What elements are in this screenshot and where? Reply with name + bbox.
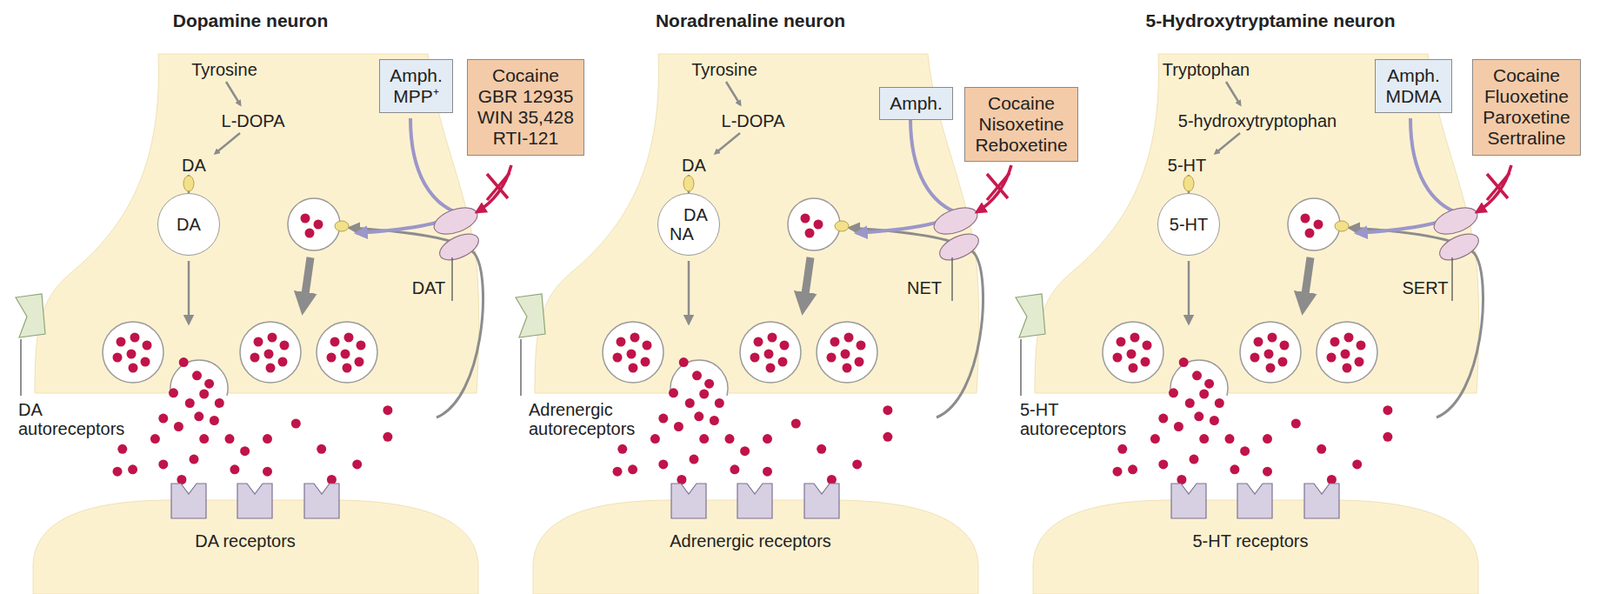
- drug-name: Amph.: [389, 65, 443, 87]
- molecule-label: L-DOPA: [221, 111, 286, 131]
- drug-name: Cocaine: [492, 65, 560, 87]
- panel-title: Noradrenaline neuron: [655, 10, 846, 31]
- vesicle: 5-HT: [1157, 193, 1220, 256]
- illustration-part: [15, 53, 512, 594]
- panel-title: Dopamine neuron: [173, 10, 329, 31]
- drug-name: Reboxetine: [974, 134, 1067, 156]
- drug-box: CocaineFluoxetineParoxetineSertraline: [1472, 59, 1581, 156]
- molecule-label: 5-HT: [1167, 155, 1207, 175]
- molecule-label: Tyrosine: [191, 60, 258, 80]
- illustration-part: [1015, 53, 1512, 594]
- drug-name: Amph.: [1386, 65, 1440, 87]
- molecule-label: L-DOPA: [721, 111, 786, 131]
- drug-name: Paroxetine: [1482, 106, 1570, 128]
- transmitter-name: NA: [669, 224, 694, 244]
- receptor-label: 5-HT receptors: [1192, 531, 1308, 551]
- illustration-part: [515, 53, 1012, 594]
- drug-box: Amph.: [879, 86, 954, 120]
- panel-title: 5-Hydroxytryptamine neuron: [1145, 10, 1395, 31]
- drug-box: CocaineNisoxetineReboxetine: [964, 86, 1079, 162]
- drug-name: GBR 12935: [478, 86, 574, 107]
- drug-name: Cocaine: [1493, 65, 1560, 87]
- drug-name: Cocaine: [987, 93, 1055, 114]
- receptor-label: Adrenergic receptors: [669, 531, 832, 551]
- receptor-label: DA receptors: [194, 531, 296, 551]
- transporter-label: NET: [906, 278, 942, 298]
- vesicle: DA: [157, 193, 220, 256]
- molecule-label: 5-hydroxytryptophan: [1178, 111, 1337, 131]
- drug-name: Fluoxetine: [1484, 86, 1569, 107]
- drug-name: Nisoxetine: [978, 113, 1064, 135]
- receptor-label: 5-HT autoreceptors: [1020, 400, 1151, 439]
- molecule-label: Tyrosine: [691, 60, 758, 80]
- molecule-label: DA: [681, 155, 707, 175]
- drug-box: CocaineGBR 12935WIN 35,428RTI-121: [466, 59, 585, 156]
- drug-name: Amph.: [889, 93, 943, 114]
- vesicle: DANA: [657, 193, 720, 256]
- receptor-label: Adrenergic autoreceptors: [528, 400, 660, 439]
- transmitter-name: DA: [176, 214, 201, 234]
- drug-box: Amph.MDMA: [1374, 59, 1453, 114]
- drug-name: MPP⁺: [393, 86, 440, 107]
- drug-name: WIN 35,428: [477, 106, 574, 128]
- transmitter-name: 5-HT: [1169, 214, 1208, 234]
- drug-name: RTI-121: [493, 127, 559, 149]
- transporter-label: SERT: [1402, 278, 1449, 298]
- drug-box: Amph.MPP⁺: [379, 59, 454, 114]
- drug-name: MDMA: [1385, 86, 1441, 107]
- drug-name: Sertraline: [1487, 127, 1567, 149]
- transporter-label: DAT: [412, 278, 447, 298]
- transmitter-name: DA: [683, 205, 708, 225]
- molecule-label: Tryptophan: [1162, 60, 1250, 80]
- receptor-label: DA autoreceptors: [18, 400, 149, 439]
- molecule-label: DA: [181, 155, 207, 175]
